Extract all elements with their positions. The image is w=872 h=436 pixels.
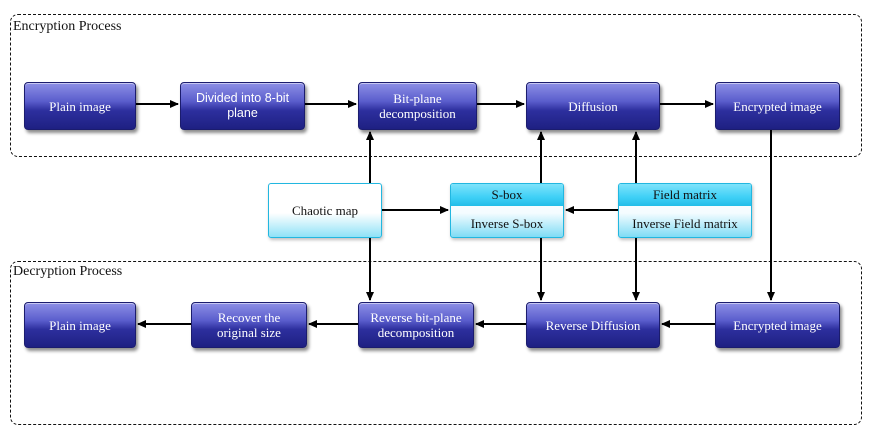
field-matrix-label: Field matrix bbox=[653, 187, 717, 202]
bitplane-decomposition-label: Bit-plane decomposition bbox=[379, 91, 456, 121]
diffusion-node: Diffusion bbox=[526, 82, 660, 130]
sbox-label: S-box bbox=[491, 187, 523, 202]
dec-plain-image-label: Plain image bbox=[49, 317, 111, 333]
reverse-bitplane-node: Reverse bit-plane decomposition bbox=[358, 302, 474, 348]
sbox-node: S-box Inverse S-box bbox=[450, 183, 564, 238]
encryption-region bbox=[10, 14, 862, 157]
field-matrix-node: Field matrix Inverse Field matrix bbox=[618, 183, 752, 238]
inverse-field-matrix-label: Inverse Field matrix bbox=[632, 216, 738, 231]
dec-encrypted-image-label: Encrypted image bbox=[733, 317, 822, 333]
enc-plain-image-label: Plain image bbox=[49, 98, 111, 114]
reverse-bitplane-label: Reverse bit-plane decomposition bbox=[370, 310, 462, 340]
divided-8bit-plane-label: Divided into 8-bit plane bbox=[195, 91, 290, 120]
sbox-header: S-box bbox=[451, 184, 563, 206]
enc-encrypted-image-node: Encrypted image bbox=[715, 82, 840, 130]
enc-plain-image-node: Plain image bbox=[24, 82, 136, 130]
recover-original-size-label: Recover the original size bbox=[217, 310, 281, 340]
dec-plain-image-node: Plain image bbox=[24, 302, 136, 348]
reverse-diffusion-label: Reverse Diffusion bbox=[545, 317, 641, 333]
enc-encrypted-image-label: Encrypted image bbox=[733, 98, 822, 114]
inverse-sbox-label: Inverse S-box bbox=[470, 216, 544, 231]
bitplane-decomposition-node: Bit-plane decomposition bbox=[358, 82, 477, 130]
encryption-region-label: Encryption Process bbox=[13, 19, 122, 34]
decryption-region-label: Decryption Process bbox=[13, 264, 123, 279]
dec-encrypted-image-node: Encrypted image bbox=[715, 302, 840, 348]
field-matrix-header: Field matrix bbox=[619, 184, 751, 206]
chaotic-map-node: Chaotic map bbox=[268, 183, 382, 238]
recover-original-size-node: Recover the original size bbox=[191, 302, 307, 348]
diffusion-label: Diffusion bbox=[568, 98, 618, 114]
inverse-sbox-section: Inverse S-box bbox=[451, 211, 563, 237]
decryption-region bbox=[10, 261, 862, 425]
reverse-diffusion-node: Reverse Diffusion bbox=[526, 302, 660, 348]
divided-8bit-plane-node: Divided into 8-bit plane bbox=[180, 82, 305, 130]
chaotic-map-label: Chaotic map bbox=[291, 202, 359, 218]
inverse-field-matrix-section: Inverse Field matrix bbox=[619, 211, 751, 237]
